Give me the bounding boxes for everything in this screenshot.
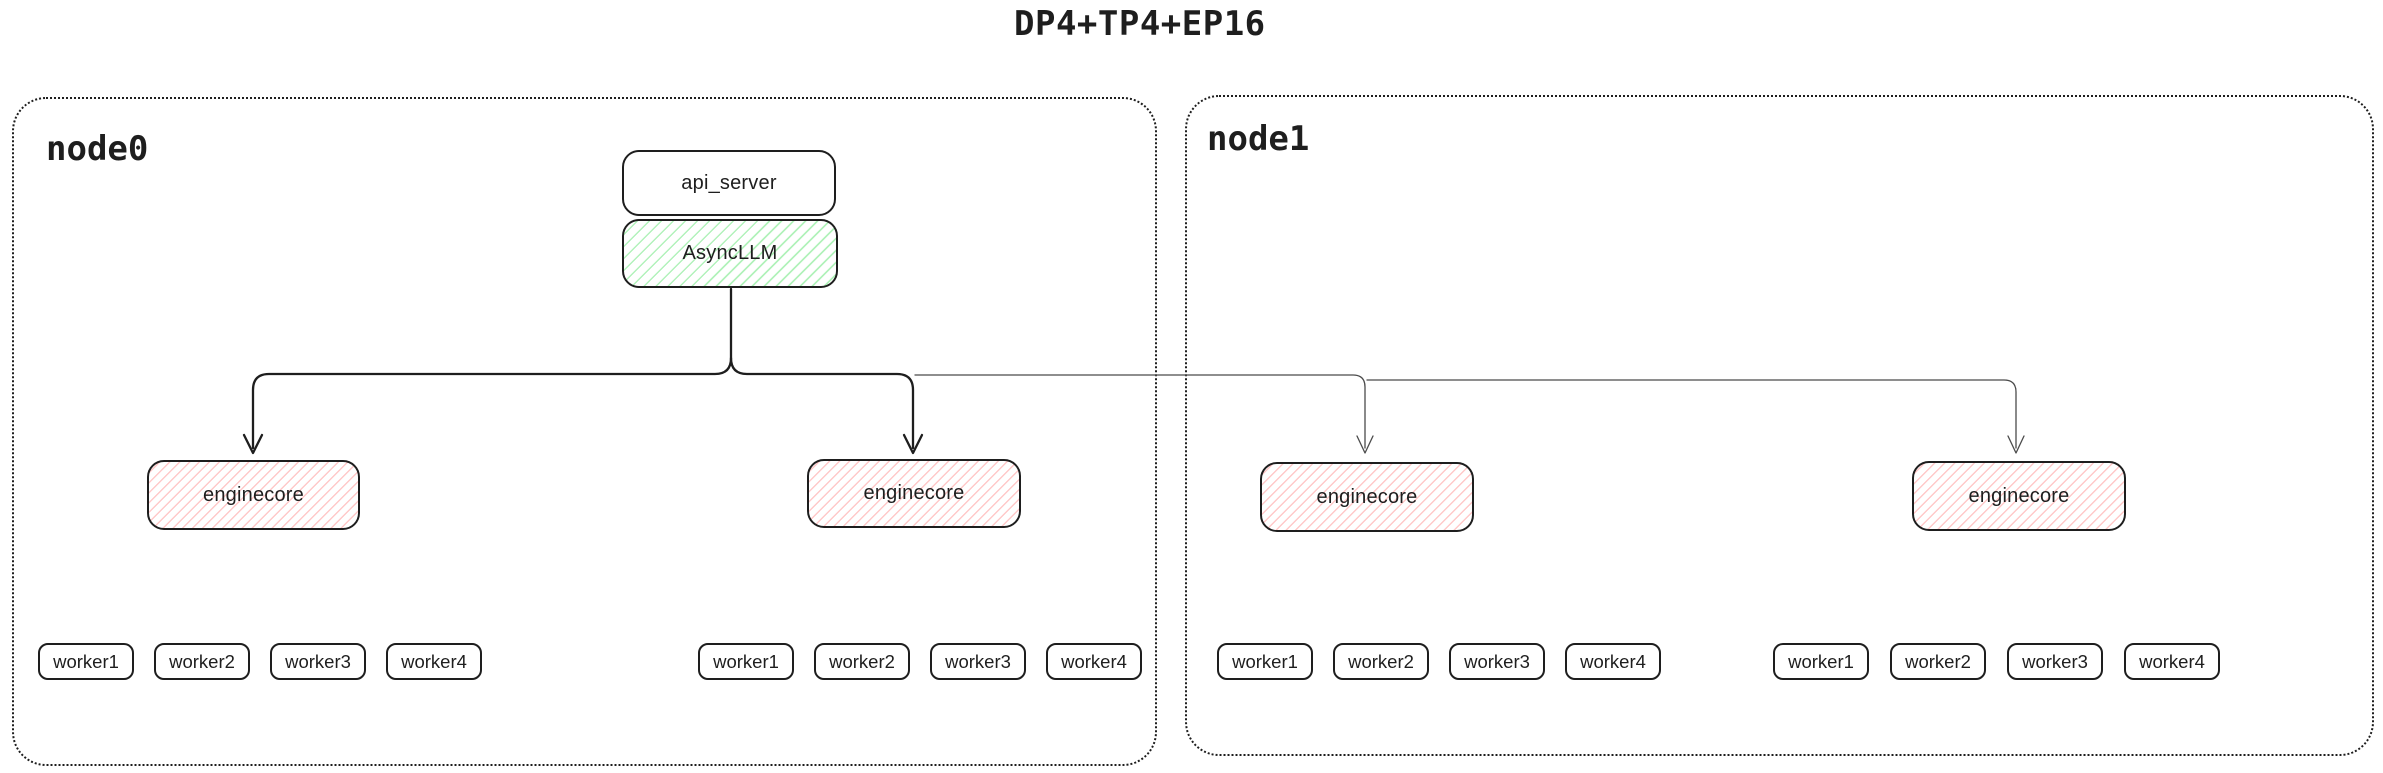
worker-box: worker3	[1449, 643, 1545, 680]
worker-box: worker4	[2124, 643, 2220, 680]
node0-label: node0	[46, 129, 149, 169]
node1-worker-group-2: worker1 worker2 worker3 worker4	[1773, 643, 2220, 680]
worker-box: worker2	[154, 643, 250, 680]
node1-enginecore-box-1: enginecore	[1260, 462, 1474, 532]
worker-box: worker1	[1217, 643, 1313, 680]
worker-box: worker1	[38, 643, 134, 680]
worker-box: worker4	[1565, 643, 1661, 680]
worker-box: worker2	[814, 643, 910, 680]
worker-box: worker1	[1773, 643, 1869, 680]
node1-worker-group-1: worker1 worker2 worker3 worker4	[1217, 643, 1661, 680]
node1-label: node1	[1207, 119, 1310, 159]
node0-enginecore-box-2: enginecore	[807, 459, 1021, 528]
worker-box: worker2	[1890, 643, 1986, 680]
worker-box: worker3	[2007, 643, 2103, 680]
node1-enginecore-box-2: enginecore	[1912, 461, 2126, 531]
node0-enginecore-box-1: enginecore	[147, 460, 360, 530]
node0-worker-group-1: worker1 worker2 worker3 worker4	[38, 643, 482, 680]
api-server-box: api_server	[622, 150, 836, 216]
worker-box: worker3	[930, 643, 1026, 680]
worker-box: worker1	[698, 643, 794, 680]
worker-box: worker4	[1046, 643, 1142, 680]
worker-box: worker2	[1333, 643, 1429, 680]
node0-worker-group-2: worker1 worker2 worker3 worker4	[698, 643, 1142, 680]
diagram-title: DP4+TP4+EP16	[1014, 4, 1266, 44]
worker-box: worker3	[270, 643, 366, 680]
asyncllm-box: AsyncLLM	[622, 219, 838, 288]
worker-box: worker4	[386, 643, 482, 680]
